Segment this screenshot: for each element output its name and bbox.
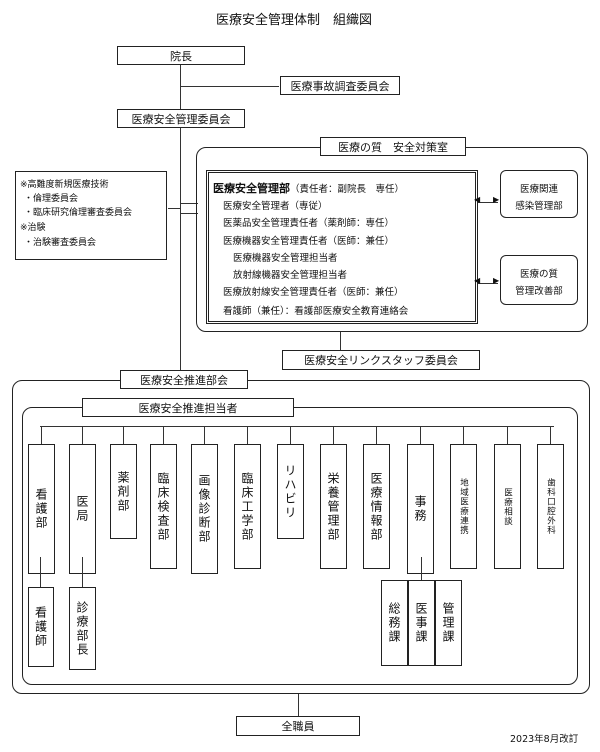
department-label: 画像診断部 bbox=[197, 474, 211, 544]
department-box: 画像診断部 bbox=[191, 444, 218, 574]
link-staff-committee-box: 医療安全リンクスタッフ委員会 bbox=[282, 350, 480, 370]
department-box: 医療相談 bbox=[494, 444, 521, 569]
connector bbox=[82, 557, 83, 587]
department-box: 歯科口腔外科 bbox=[537, 444, 564, 569]
main-connector-2 bbox=[180, 128, 181, 370]
department-label: 栄養管理部 bbox=[326, 471, 340, 542]
safety-dept-box: 医療安全管理部（責任者：副院長 専任） 医療安全管理者（専従） 医薬品安全管理責… bbox=[206, 170, 478, 324]
department-box: 地域医療連携 bbox=[450, 444, 477, 569]
safety-committee-label: 医療安全管理委員会 bbox=[131, 112, 231, 126]
department-box: 医療情報部 bbox=[363, 444, 390, 569]
safety-dept-head-note: （責任者：副院長 専任） bbox=[290, 184, 405, 195]
connector bbox=[298, 694, 299, 716]
connector bbox=[180, 213, 198, 214]
arrow-right-icon: ▶ bbox=[493, 276, 500, 285]
department-box: 看護部 bbox=[28, 444, 55, 574]
connector bbox=[40, 557, 41, 587]
connector bbox=[340, 332, 341, 350]
department-connector bbox=[163, 426, 164, 444]
director-box: 院長 bbox=[117, 46, 245, 65]
department-connector bbox=[550, 426, 551, 444]
department-label: 臨床検査部 bbox=[156, 471, 170, 542]
side-note-line: ・臨床研究倫理審査委員会 bbox=[24, 208, 133, 218]
main-connector bbox=[180, 65, 181, 109]
safety-dept-line: 医療機器安全管理担当者 bbox=[233, 253, 338, 264]
department-label: 医療相談 bbox=[502, 487, 513, 526]
safety-dept-line: 医療放射線安全管理責任者（医師：兼任） bbox=[223, 287, 404, 298]
quality-improve-dept-box: 医療の質 管理改善部 bbox=[500, 255, 578, 305]
promotion-committee-title: 医療安全推進部会 bbox=[120, 370, 248, 389]
department-connector bbox=[507, 426, 508, 444]
promoters-frame bbox=[22, 407, 578, 685]
accident-committee-box: 医療事故調査委員会 bbox=[280, 76, 400, 95]
arrow-left-icon: ◀ bbox=[474, 195, 481, 204]
department-connector bbox=[376, 426, 377, 444]
department-connector bbox=[123, 426, 124, 444]
side-note-box: ※高難度新規医療技術 ・倫理委員会 ・臨床研究倫理審査委員会 ※治験 ・治験審査… bbox=[15, 171, 167, 260]
department-label: 医療情報部 bbox=[369, 471, 383, 542]
department-label: 臨床工学部 bbox=[240, 471, 254, 542]
sub-dept-medical: 診療部長 bbox=[69, 587, 96, 670]
connector bbox=[180, 203, 198, 204]
department-box: 薬剤部 bbox=[110, 444, 137, 539]
department-label: 地域医療連携 bbox=[458, 478, 469, 535]
department-box: 臨床検査部 bbox=[150, 444, 177, 569]
department-label: リハビリ bbox=[283, 463, 297, 520]
safety-dept-line: 医薬品安全管理責任者（薬剤師：専任） bbox=[223, 218, 395, 229]
department-box: 栄養管理部 bbox=[320, 444, 347, 569]
connector-arrow bbox=[478, 202, 498, 203]
promotion-committee-frame bbox=[12, 380, 590, 694]
department-connector bbox=[247, 426, 248, 444]
revised-date: 2023年8月改訂 bbox=[510, 734, 579, 745]
department-label: 看護部 bbox=[34, 488, 48, 530]
department-connector bbox=[333, 426, 334, 444]
infection-dept-box: 医療関連 感染管理部 bbox=[500, 170, 578, 218]
sub-dept-office-medical: 医事課 bbox=[408, 580, 435, 666]
side-note-line: ・倫理委員会 bbox=[24, 194, 79, 204]
sub-dept-office-admin: 管理課 bbox=[435, 580, 462, 666]
all-staff-box: 全職員 bbox=[236, 716, 360, 736]
connector-arrow bbox=[478, 283, 498, 284]
safety-dept-line: 看護師（兼任）：看護部医療安全教育連絡会 bbox=[223, 306, 409, 317]
arrow-left-icon: ◀ bbox=[474, 276, 481, 285]
department-connector bbox=[82, 426, 83, 444]
connector bbox=[168, 208, 181, 209]
department-connector bbox=[204, 426, 205, 444]
department-label: 医局 bbox=[75, 495, 89, 523]
quality-office-title: 医療の質 安全対策室 bbox=[320, 137, 466, 156]
accident-committee-label: 医療事故調査委員会 bbox=[290, 79, 390, 93]
department-bus bbox=[40, 426, 554, 427]
department-label: 事務 bbox=[413, 495, 427, 523]
sub-dept-nursing: 看護師 bbox=[28, 587, 54, 667]
connector bbox=[421, 557, 422, 581]
connector bbox=[180, 86, 279, 87]
promoters-title: 医療安全推進担当者 bbox=[82, 398, 294, 417]
safety-dept-line: 医療安全管理者（専従） bbox=[223, 201, 328, 212]
department-connector bbox=[463, 426, 464, 444]
arrow-right-icon: ▶ bbox=[493, 195, 500, 204]
safety-dept-line: 放射線機器安全管理担当者 bbox=[233, 270, 348, 281]
side-note-line: ・治験審査委員会 bbox=[24, 238, 97, 248]
department-connector bbox=[41, 426, 42, 444]
side-note-line: ※高難度新規医療技術 bbox=[20, 180, 109, 190]
director-label: 院長 bbox=[170, 49, 192, 63]
safety-dept-line: 医療機器安全管理責任者（医師：兼任） bbox=[223, 236, 395, 247]
safety-dept-head: 医療安全管理部 bbox=[213, 182, 290, 195]
department-label: 薬剤部 bbox=[116, 470, 130, 513]
department-label: 歯科口腔外科 bbox=[545, 478, 556, 535]
sub-dept-office-general: 総務課 bbox=[381, 580, 408, 666]
department-box: 事務 bbox=[407, 444, 434, 574]
department-box: リハビリ bbox=[277, 444, 304, 539]
safety-committee-box: 医療安全管理委員会 bbox=[117, 109, 245, 128]
department-box: 臨床工学部 bbox=[234, 444, 261, 569]
department-connector bbox=[290, 426, 291, 444]
side-note-line: ※治験 bbox=[20, 223, 46, 233]
page-title: 医療安全管理体制 組織図 bbox=[216, 13, 373, 28]
department-connector bbox=[420, 426, 421, 444]
department-box: 医局 bbox=[69, 444, 96, 574]
